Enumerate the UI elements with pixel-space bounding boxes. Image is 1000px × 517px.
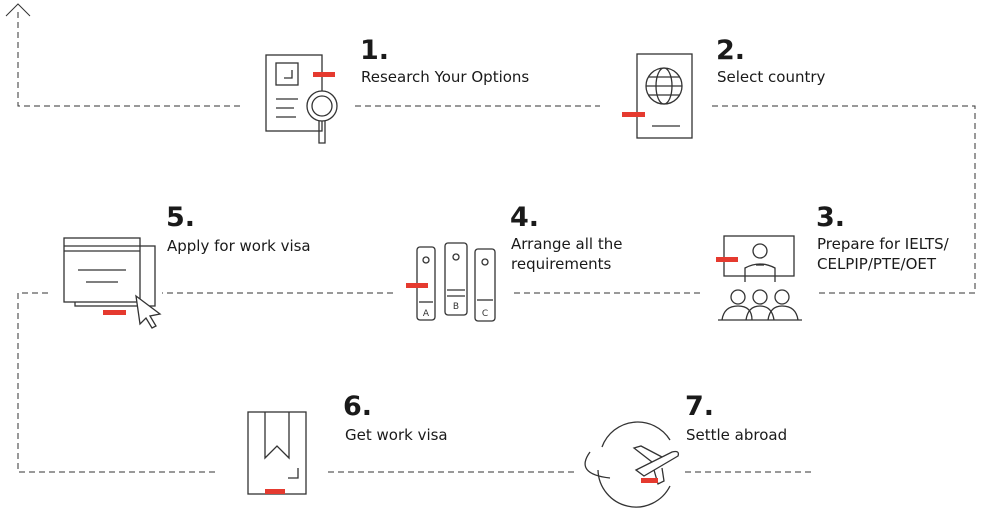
step-6-number: 6. xyxy=(343,391,373,422)
accent-mark xyxy=(265,489,285,494)
accent-mark xyxy=(313,72,335,77)
step-2-number: 2. xyxy=(716,35,746,66)
accent-mark xyxy=(103,310,126,315)
visa-booklet-icon xyxy=(247,411,307,495)
step-1-label: Research Your Options xyxy=(361,68,530,86)
accent-mark xyxy=(406,283,428,288)
binder-letter-b: B xyxy=(453,302,459,312)
classroom-icon xyxy=(718,235,802,321)
step-1-number: 1. xyxy=(360,35,390,66)
step-5-number: 5. xyxy=(166,202,196,233)
globe-airplane-icon xyxy=(584,421,680,508)
step-2-label: Select country xyxy=(717,68,826,86)
online-application-icon xyxy=(63,237,162,329)
binder-letters: A B C xyxy=(423,302,488,319)
binders-icon xyxy=(416,242,496,322)
step-6-label: Get work visa xyxy=(345,426,448,444)
step-4-label: Arrange all the requirements xyxy=(511,235,623,273)
step-4-number: 4. xyxy=(510,202,540,233)
document-search-icon xyxy=(265,54,338,144)
accent-mark xyxy=(641,478,658,483)
up-arrow-icon xyxy=(5,3,31,17)
dashed-connector xyxy=(17,12,976,473)
accent-mark xyxy=(716,257,738,262)
binder-letter-a: A xyxy=(423,309,430,319)
step-7-label: Settle abroad xyxy=(686,426,788,444)
step-5-label: Apply for work visa xyxy=(167,237,311,255)
step-3-number: 3. xyxy=(816,202,846,233)
accent-mark xyxy=(622,112,645,117)
step-3-label: Prepare for IELTS/ CELPIP/PTE/OET xyxy=(817,235,949,273)
passport-icon xyxy=(636,53,693,139)
step-7-number: 7. xyxy=(685,391,715,422)
binder-letter-c: C xyxy=(482,309,488,319)
